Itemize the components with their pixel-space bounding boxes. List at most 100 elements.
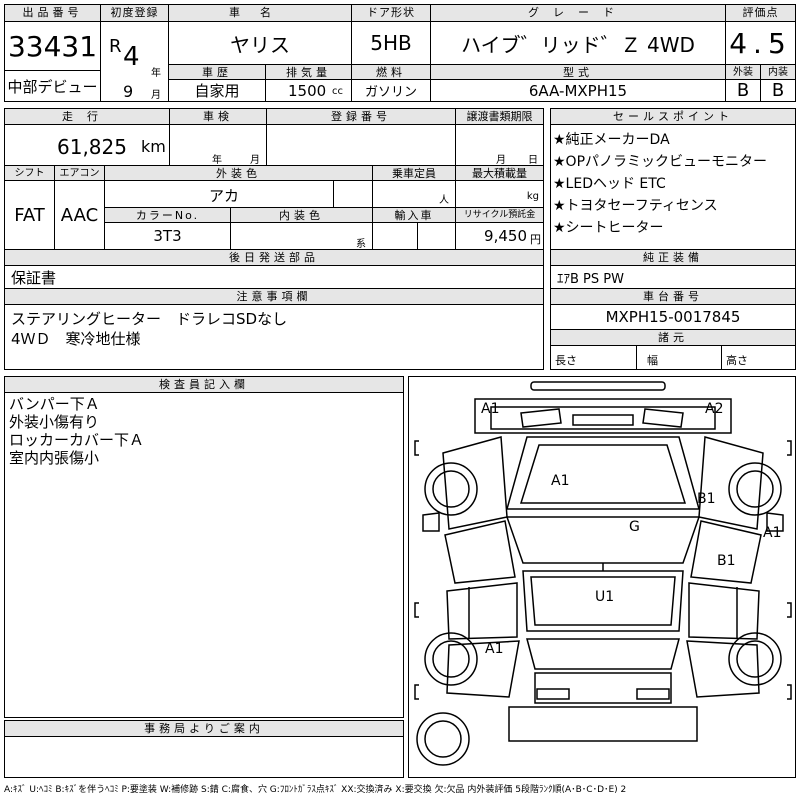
- year-unit: 年: [151, 68, 161, 79]
- sales-item: ★LEDヘッド ETC: [553, 176, 666, 192]
- header-block: 出品番号 33431 中部デビュー 初度登録 R 4 年 9 月 車名 ヤリス …: [4, 4, 796, 102]
- spec-height-label: 高さ: [726, 354, 748, 367]
- lot-number: 33431: [4, 21, 101, 71]
- notes-label: 注意事項欄: [4, 288, 544, 305]
- insp-month-unit: 月: [250, 155, 260, 166]
- grade-value: ハイブ゛リッド゛Ｚ 4WD: [430, 21, 726, 65]
- mileage-cell: 61,825 km: [4, 124, 170, 166]
- later-parts-value: 保証書: [4, 265, 544, 290]
- tr-month-unit: 月: [496, 155, 506, 166]
- sales-item: ★シートヒーター: [553, 220, 664, 236]
- damage-mark: U1: [595, 589, 615, 605]
- inspector-line: バンパー下Ａ: [9, 395, 100, 413]
- month-unit: 月: [151, 90, 161, 101]
- score-label: 評価点: [725, 4, 796, 22]
- equip-label: 純正装備: [550, 249, 796, 266]
- score-value: 4.5: [725, 21, 796, 65]
- mileage-value: 61,825: [57, 135, 127, 159]
- sales-item: ★トヨタセーフティセンス: [553, 198, 718, 214]
- equip-value: ｴｱB PS PW: [550, 265, 796, 290]
- inspector-box: バンパー下Ａ 外装小傷有り ロッカーカバー下Ａ 室内内張傷小: [4, 392, 404, 718]
- ext-color-label: 外装色: [104, 165, 373, 181]
- notes-line: ステアリングヒーター ドラレコSDなし: [11, 310, 288, 328]
- model-label: 型式: [430, 64, 726, 80]
- inspector-line: 室内内張傷小: [9, 449, 100, 467]
- damage-mark: G: [629, 519, 640, 535]
- load-label: 最大積載量: [455, 165, 544, 181]
- sales-item: ★OPパノラミックビューモニター: [553, 154, 768, 170]
- recycle-cell: 9,450 円: [455, 222, 544, 250]
- ext-color-cell: アカ: [104, 180, 334, 208]
- car-diagram-svg: [414, 381, 792, 766]
- inspector-label: 検査員記入欄: [4, 376, 404, 393]
- mileage-label: 走行: [4, 108, 170, 125]
- recycle-label: リサイクル預託金: [455, 207, 544, 223]
- import-cell: [372, 222, 418, 250]
- sales-item: ★純正メーカーDA: [553, 132, 670, 148]
- ext-grade: B: [725, 79, 761, 102]
- spec-width-label: 幅: [647, 354, 658, 367]
- ext-color-extra: [333, 180, 373, 208]
- tr-day-unit: 日: [528, 155, 538, 166]
- sales-list: ★純正メーカーDA ★OPパノラミックビューモニター ★LEDヘッド ETC ★…: [551, 129, 767, 239]
- color-no-value: 3T3: [104, 222, 231, 250]
- int-color-label: 内装色: [230, 207, 373, 223]
- ac-value: AAC: [54, 180, 105, 250]
- insp-year-unit: 年: [212, 155, 222, 166]
- reg-month: 9: [123, 82, 134, 101]
- grade-label: グレード: [430, 4, 726, 22]
- yen-unit: 円: [530, 233, 541, 246]
- fuel-label: 燃料: [351, 64, 431, 80]
- inspector-line: 外装小傷有り: [9, 413, 100, 431]
- damage-mark: A1: [763, 525, 782, 541]
- office-label: 事務局よりご案内: [4, 720, 404, 737]
- damage-mark: B1: [717, 553, 736, 569]
- ext-color-value: アカ: [209, 187, 240, 205]
- car-diagram-frame: A1 A2 A1 B1 G A1 B1 U1 A1: [408, 376, 796, 778]
- notes-line: 4ＷＤ 寒冷地仕様: [11, 330, 141, 348]
- damage-mark: A1: [485, 641, 504, 657]
- capacity-label: 乗車定員: [372, 165, 456, 181]
- displacement-cell: 1500 cc: [265, 79, 352, 102]
- transfer-label: 譲渡書類期限: [455, 108, 544, 125]
- load-unit: kg: [526, 191, 539, 202]
- import-label: 輸入車: [372, 207, 456, 223]
- displacement-label: 排気量: [265, 64, 352, 80]
- inspection-label: 車検: [169, 108, 267, 125]
- int-grade: B: [760, 79, 796, 102]
- later-parts-label: 後日発送部品: [4, 249, 544, 266]
- import-cell-2: [417, 222, 456, 250]
- sales-block: セールスポイント ★純正メーカーDA ★OPパノラミックビューモニター ★LED…: [550, 108, 796, 290]
- capacity-cell: 人: [372, 180, 456, 208]
- load-cell: kg: [455, 180, 544, 208]
- cc-unit: cc: [332, 86, 343, 97]
- reg-year: 4: [123, 42, 140, 72]
- damage-mark: A1: [551, 473, 570, 489]
- first-reg-cell: R 4 年 9 月: [100, 21, 169, 102]
- notes-list: ステアリングヒーター ドラレコSDなし 4ＷＤ 寒冷地仕様: [5, 309, 287, 349]
- spec-label: 諸元: [550, 329, 796, 346]
- detail-block: 走行 61,825 km 車検 年 月 登録番号 譲渡書類期限 月 日 シフト …: [4, 108, 544, 290]
- car-name: ヤリス: [168, 21, 352, 65]
- spec-length: 長さ: [550, 345, 637, 370]
- ext-grade-label: 外装: [725, 64, 761, 80]
- int-color-unit: 系: [356, 239, 366, 250]
- model-value: 6AA-MXPH15: [430, 79, 726, 102]
- reg-number-label: 登録番号: [266, 108, 456, 125]
- int-grade-label: 内装: [760, 64, 796, 80]
- history-label: 車歴: [168, 64, 266, 80]
- displacement-value: 1500: [288, 82, 327, 100]
- office-box: [4, 736, 404, 778]
- ac-label: エアコン: [54, 165, 105, 181]
- color-no-label: カラーNo.: [104, 207, 231, 223]
- fuel-value: ガソリン: [351, 79, 431, 102]
- shift-label: シフト: [4, 165, 55, 181]
- damage-mark: A1: [481, 401, 500, 417]
- history-value: 自家用: [168, 79, 266, 102]
- chassis-value: MXPH15-0017845: [550, 304, 796, 330]
- inspector-list: バンパー下Ａ 外装小傷有り ロッカーカバー下Ａ 室内内張傷小: [5, 395, 144, 467]
- inspection-cell: 年 月: [169, 124, 267, 166]
- km-unit: km: [141, 137, 166, 156]
- transfer-cell: 月 日: [455, 124, 544, 166]
- spec-width: 幅: [636, 345, 722, 370]
